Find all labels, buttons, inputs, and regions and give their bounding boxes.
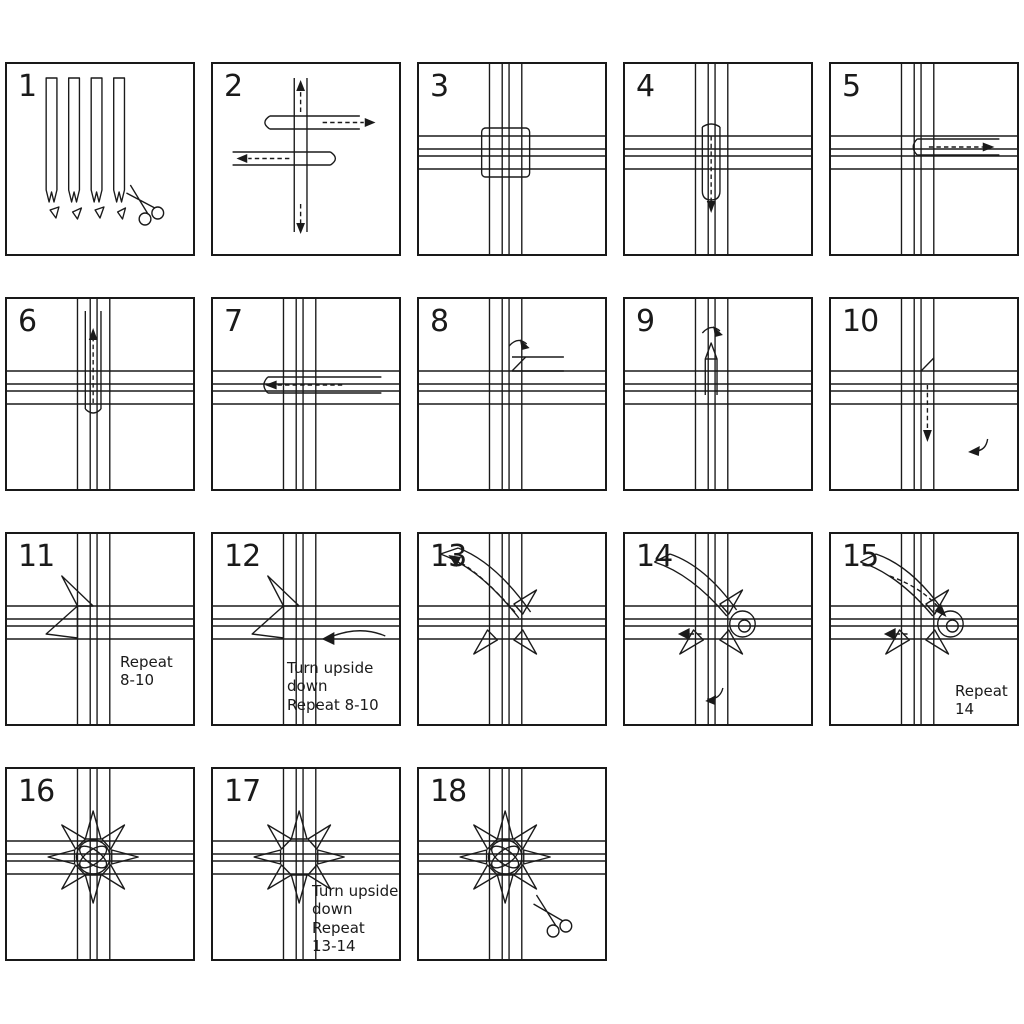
step-number: 10 — [842, 304, 879, 339]
step-panel-13: 13 — [417, 532, 607, 726]
step-number: 3 — [430, 69, 449, 104]
step-18-drawing — [419, 769, 605, 959]
step-number: 9 — [636, 304, 655, 339]
step-panel-10: 10 — [829, 297, 1019, 491]
step-3-drawing — [419, 64, 605, 254]
center-rosette — [487, 839, 523, 875]
dashed-arrow-curve — [455, 559, 516, 613]
step-panel-4: 4 — [623, 62, 813, 256]
step-panel-16: 16 — [5, 767, 195, 961]
step-16-drawing — [7, 769, 193, 959]
turn-over-arrow — [330, 630, 386, 638]
step-15-drawing — [831, 534, 1017, 724]
step-number: 1 — [18, 69, 37, 104]
step-10-drawing — [831, 299, 1017, 489]
step-panel-5: 5 — [829, 62, 1019, 256]
step-13-drawing — [419, 534, 605, 724]
step-7-drawing — [213, 299, 399, 489]
step-note: Turn upside down Repeat 13-14 — [312, 882, 399, 955]
step-number: 18 — [430, 774, 467, 809]
step-5-drawing — [831, 64, 1017, 254]
dashed-arrow-curve — [889, 575, 942, 611]
step-panel-18: 18 — [417, 767, 607, 961]
paper-strips — [45, 77, 127, 220]
step-number: 15 — [842, 539, 879, 574]
step-number: 11 — [18, 539, 55, 574]
step-11-drawing — [7, 534, 193, 724]
step-panel-8: 8 — [417, 297, 607, 491]
step-number: 4 — [636, 69, 655, 104]
step-panel-7: 7 — [211, 297, 401, 491]
step-number: 16 — [18, 774, 55, 809]
step-17-drawing — [213, 769, 399, 959]
step-2-drawing — [232, 78, 376, 234]
step-panel-14: 14 — [623, 532, 813, 726]
instruction-grid: 1 2 — [5, 62, 1024, 961]
step-note: Repeat 8-10 — [120, 653, 173, 690]
step-number: 14 — [636, 539, 673, 574]
step-1-drawing — [45, 77, 165, 226]
step-panel-17: 17 Turn upside down Repeat 13-14 — [211, 767, 401, 961]
scissors-icon — [126, 184, 165, 226]
loop-point — [937, 610, 964, 638]
curl-arrow — [508, 339, 528, 347]
step-12-drawing — [213, 534, 399, 724]
step-panel-1: 1 — [5, 62, 195, 256]
step-number: 12 — [224, 539, 261, 574]
curl-arrow — [701, 326, 721, 334]
step-4-drawing — [625, 64, 811, 254]
step-9-drawing — [625, 299, 811, 489]
step-number: 17 — [224, 774, 261, 809]
step-number: 8 — [430, 304, 449, 339]
step-note: Turn upside down Repeat 8-10 — [287, 659, 379, 714]
instruction-sheet: 1 2 — [5, 62, 1024, 961]
step-panel-3: 3 — [417, 62, 607, 256]
step-number: 5 — [842, 69, 861, 104]
step-number: 2 — [224, 69, 243, 104]
step-14-drawing — [625, 534, 811, 724]
step-panel-11: 11 Repeat 8-10 — [5, 532, 195, 726]
step-panel-15: 15 Repeat 14 — [829, 532, 1019, 726]
step-6-drawing — [7, 299, 193, 489]
center-rosette — [75, 839, 111, 875]
loop-point — [729, 610, 756, 638]
step-panel-9: 9 — [623, 297, 813, 491]
step-8-drawing — [419, 299, 605, 489]
step-number: 13 — [430, 539, 467, 574]
step-number: 6 — [18, 304, 37, 339]
step-number: 7 — [224, 304, 243, 339]
step-panel-12: 12 Turn upside down Repeat 8-10 — [211, 532, 401, 726]
step-panel-6: 6 — [5, 297, 195, 491]
step-panel-2: 2 — [211, 62, 401, 256]
step-note: Repeat 14 — [955, 682, 1008, 719]
scissors-icon — [533, 894, 573, 938]
